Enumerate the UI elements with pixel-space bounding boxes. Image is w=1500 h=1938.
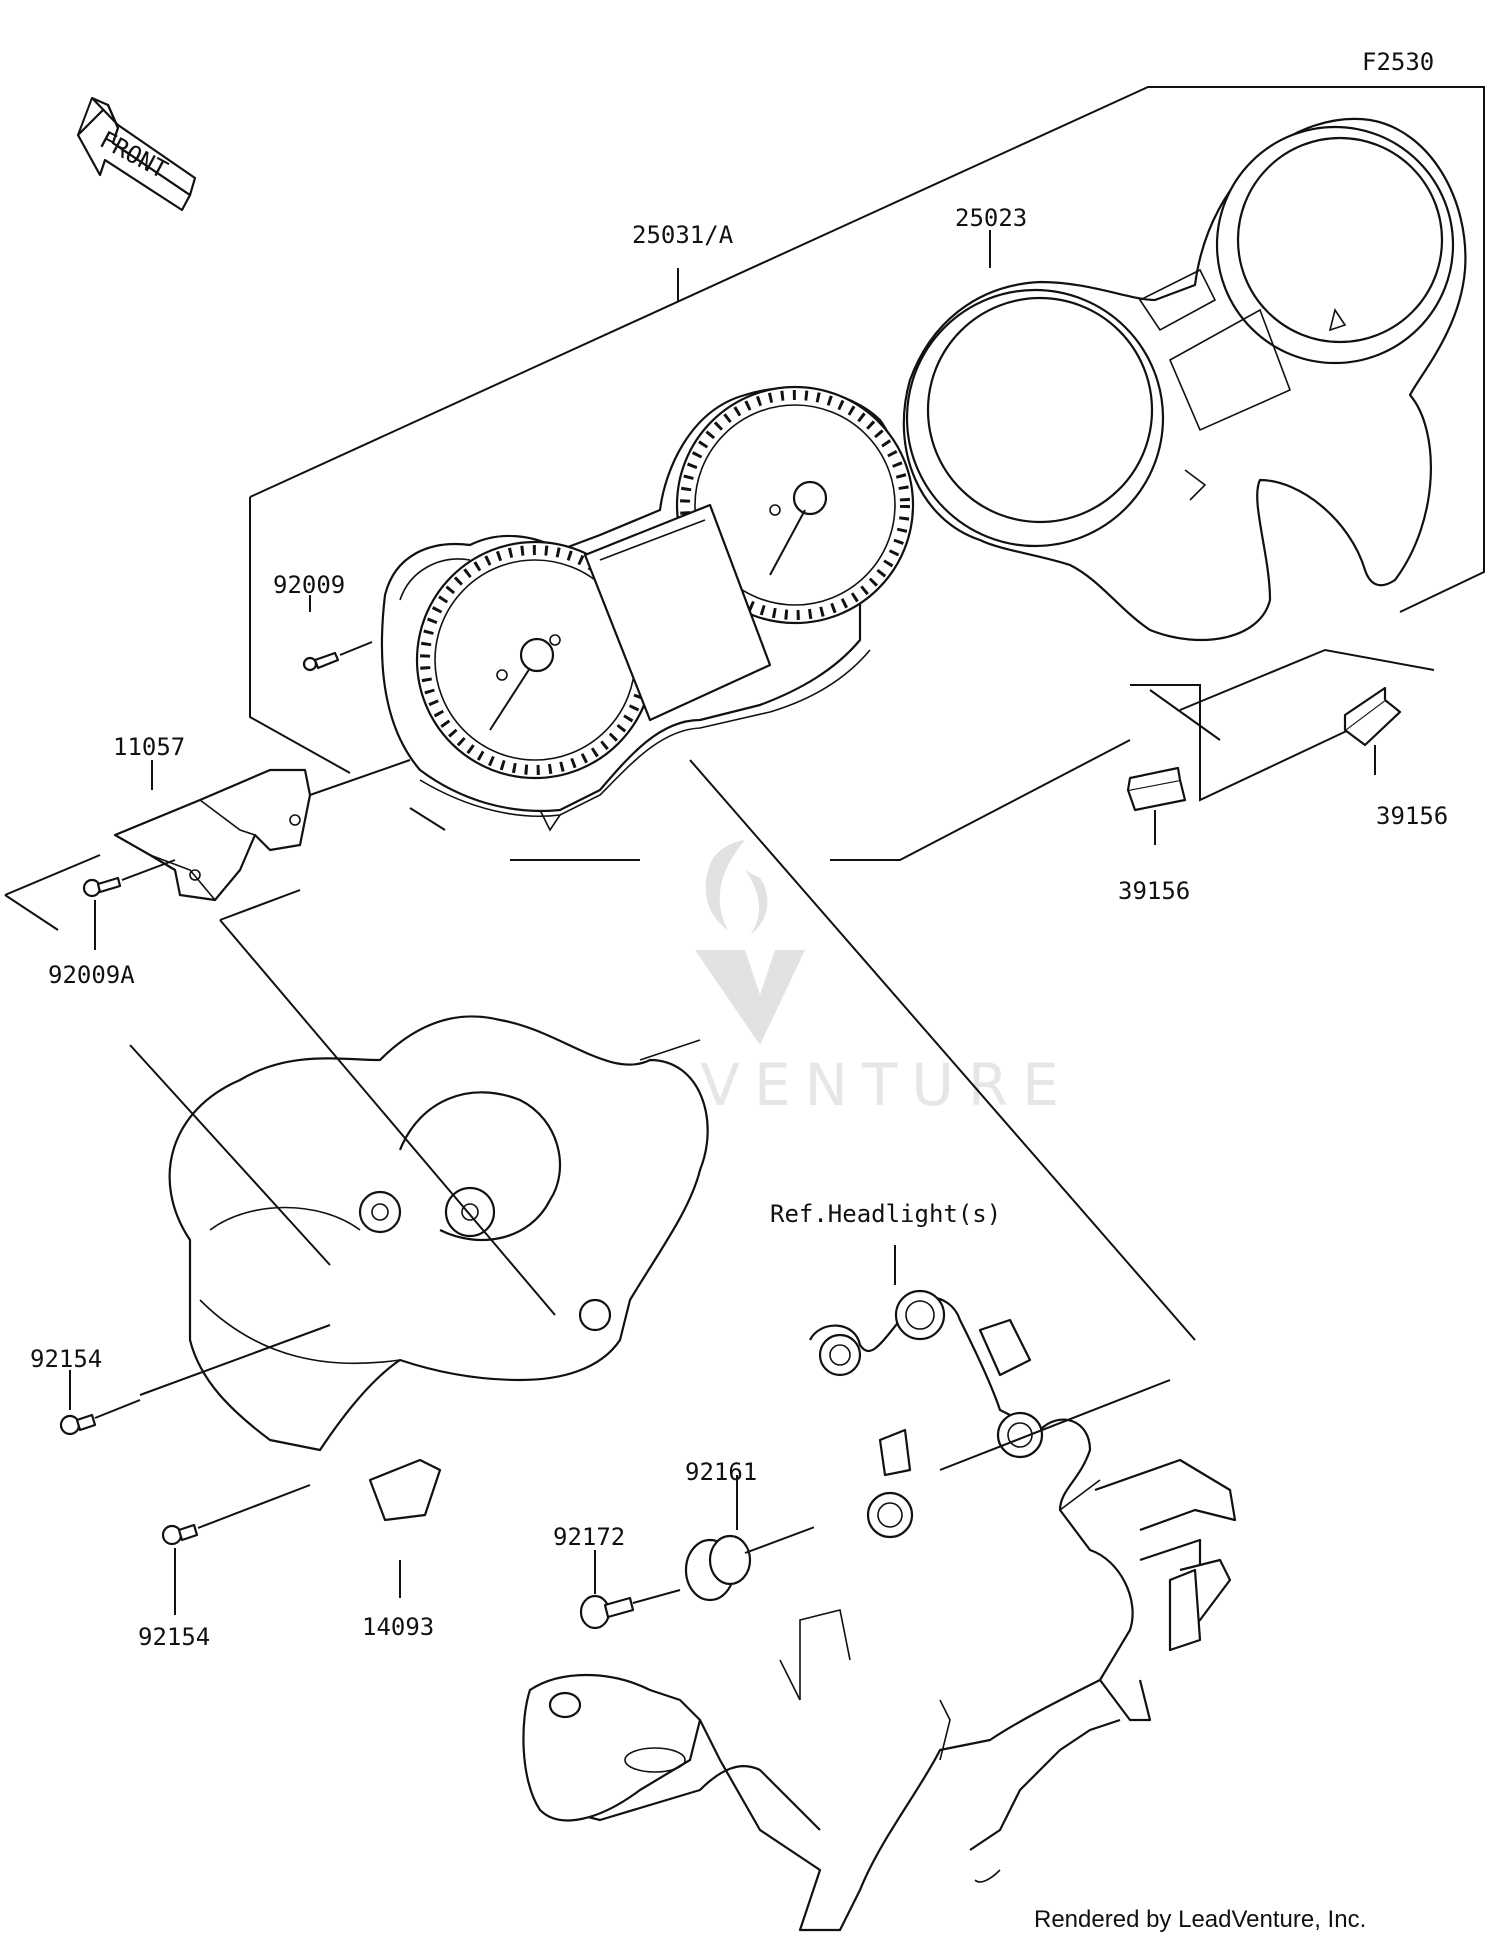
diagram-code: F2530: [1362, 48, 1434, 76]
label-ref-headlight: Ref.Headlight(s): [770, 1200, 1001, 1228]
label-92009: 92009: [273, 571, 345, 599]
pad-39156-mid: [1126, 689, 1221, 845]
pad-39156-right: [1179, 648, 1435, 775]
label-39156-mid: 39156: [1118, 877, 1190, 905]
grommet-92161: [684, 1475, 821, 1602]
front-arrow-icon: FRONT: [76, 96, 197, 212]
label-92161: 92161: [685, 1458, 757, 1486]
label-92172: 92172: [553, 1523, 625, 1551]
label-14093: 14093: [362, 1613, 434, 1641]
bolt-92172: [579, 1550, 681, 1630]
screw-92009: [302, 595, 373, 672]
assembly-frame-25031A: [249, 86, 1485, 861]
label-25023: 25023: [955, 204, 1027, 232]
screw-92009A: [82, 859, 176, 950]
instrument-cluster-25031A: [380, 385, 915, 832]
bracket-11057: [4, 759, 411, 931]
label-92154-top: 92154: [30, 1345, 102, 1373]
headlight-bracket: [522, 759, 1237, 1932]
meter-housing-14093: [129, 889, 709, 1522]
screw-92154-bottom: [161, 1484, 311, 1615]
screw-92154-top: [59, 1370, 141, 1436]
label-92009A: 92009A: [48, 961, 135, 989]
footer-credit: Rendered by LeadVenture, Inc.: [1034, 1906, 1366, 1933]
label-25031A: 25031/A: [632, 221, 734, 249]
label-11057: 11057: [113, 733, 185, 761]
label-92154-bottom: 92154: [138, 1623, 210, 1651]
label-39156-right: 39156: [1376, 802, 1448, 830]
meter-case-25023: [902, 117, 1467, 642]
